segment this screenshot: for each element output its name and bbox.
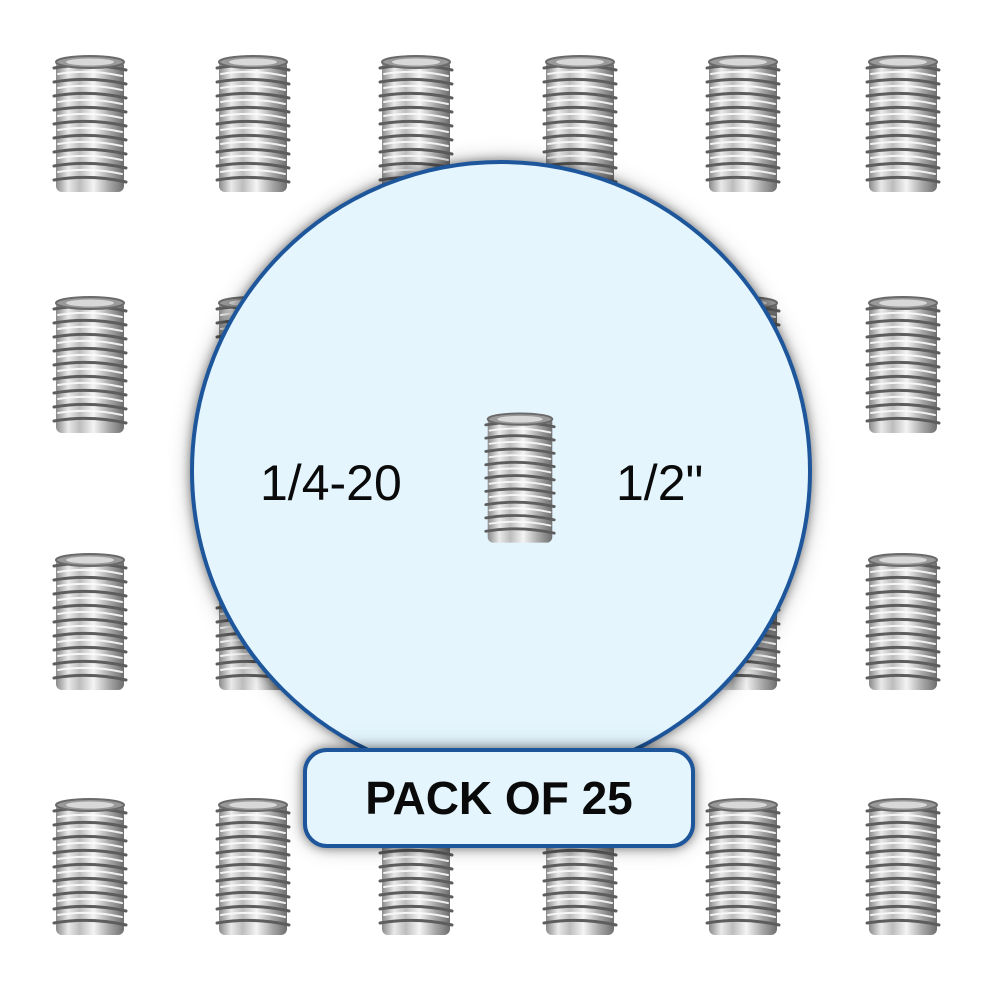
- threaded-insert-icon: [50, 795, 130, 941]
- threaded-insert-icon: [703, 795, 783, 941]
- threaded-insert-icon: [213, 52, 293, 198]
- threaded-insert-icon: [863, 52, 943, 198]
- pack-quantity-label: PACK OF 25: [365, 772, 633, 824]
- pack-quantity-badge: PACK OF 25: [303, 748, 695, 848]
- threaded-insert-icon: [863, 293, 943, 439]
- length-label: 1/2": [616, 455, 704, 511]
- threaded-insert-icon: [50, 52, 130, 198]
- threaded-insert-icon: [50, 293, 130, 439]
- thread-size-label: 1/4-20: [260, 455, 402, 511]
- threaded-insert-icon: [863, 550, 943, 696]
- threaded-insert-icon: [482, 408, 558, 550]
- threaded-insert-icon: [50, 550, 130, 696]
- threaded-insert-icon: [213, 795, 293, 941]
- threaded-insert-icon: [863, 795, 943, 941]
- threaded-insert-icon: [703, 52, 783, 198]
